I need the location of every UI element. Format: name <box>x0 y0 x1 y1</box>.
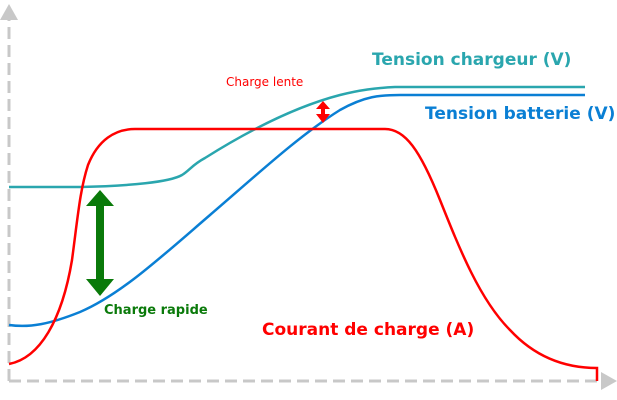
charge-current-curve <box>8 127 599 381</box>
charger-voltage-label: Tension chargeur (V) <box>372 50 572 70</box>
fast-charge-arrow-icon <box>86 190 114 296</box>
slow-charge-label: Charge lente <box>226 75 304 89</box>
y-axis-arrow-icon <box>0 4 18 20</box>
x-axis-arrow-icon <box>601 372 617 390</box>
charge-current-label: Courant de charge (A) <box>262 320 475 340</box>
axes <box>0 4 617 390</box>
fast-charge-label: Charge rapide <box>104 303 208 318</box>
slow-charge-arrow-icon <box>316 101 330 123</box>
battery-voltage-curve <box>8 93 585 328</box>
battery-voltage-label: Tension batterie (V) <box>425 104 616 124</box>
charger-voltage-curve <box>9 85 585 189</box>
